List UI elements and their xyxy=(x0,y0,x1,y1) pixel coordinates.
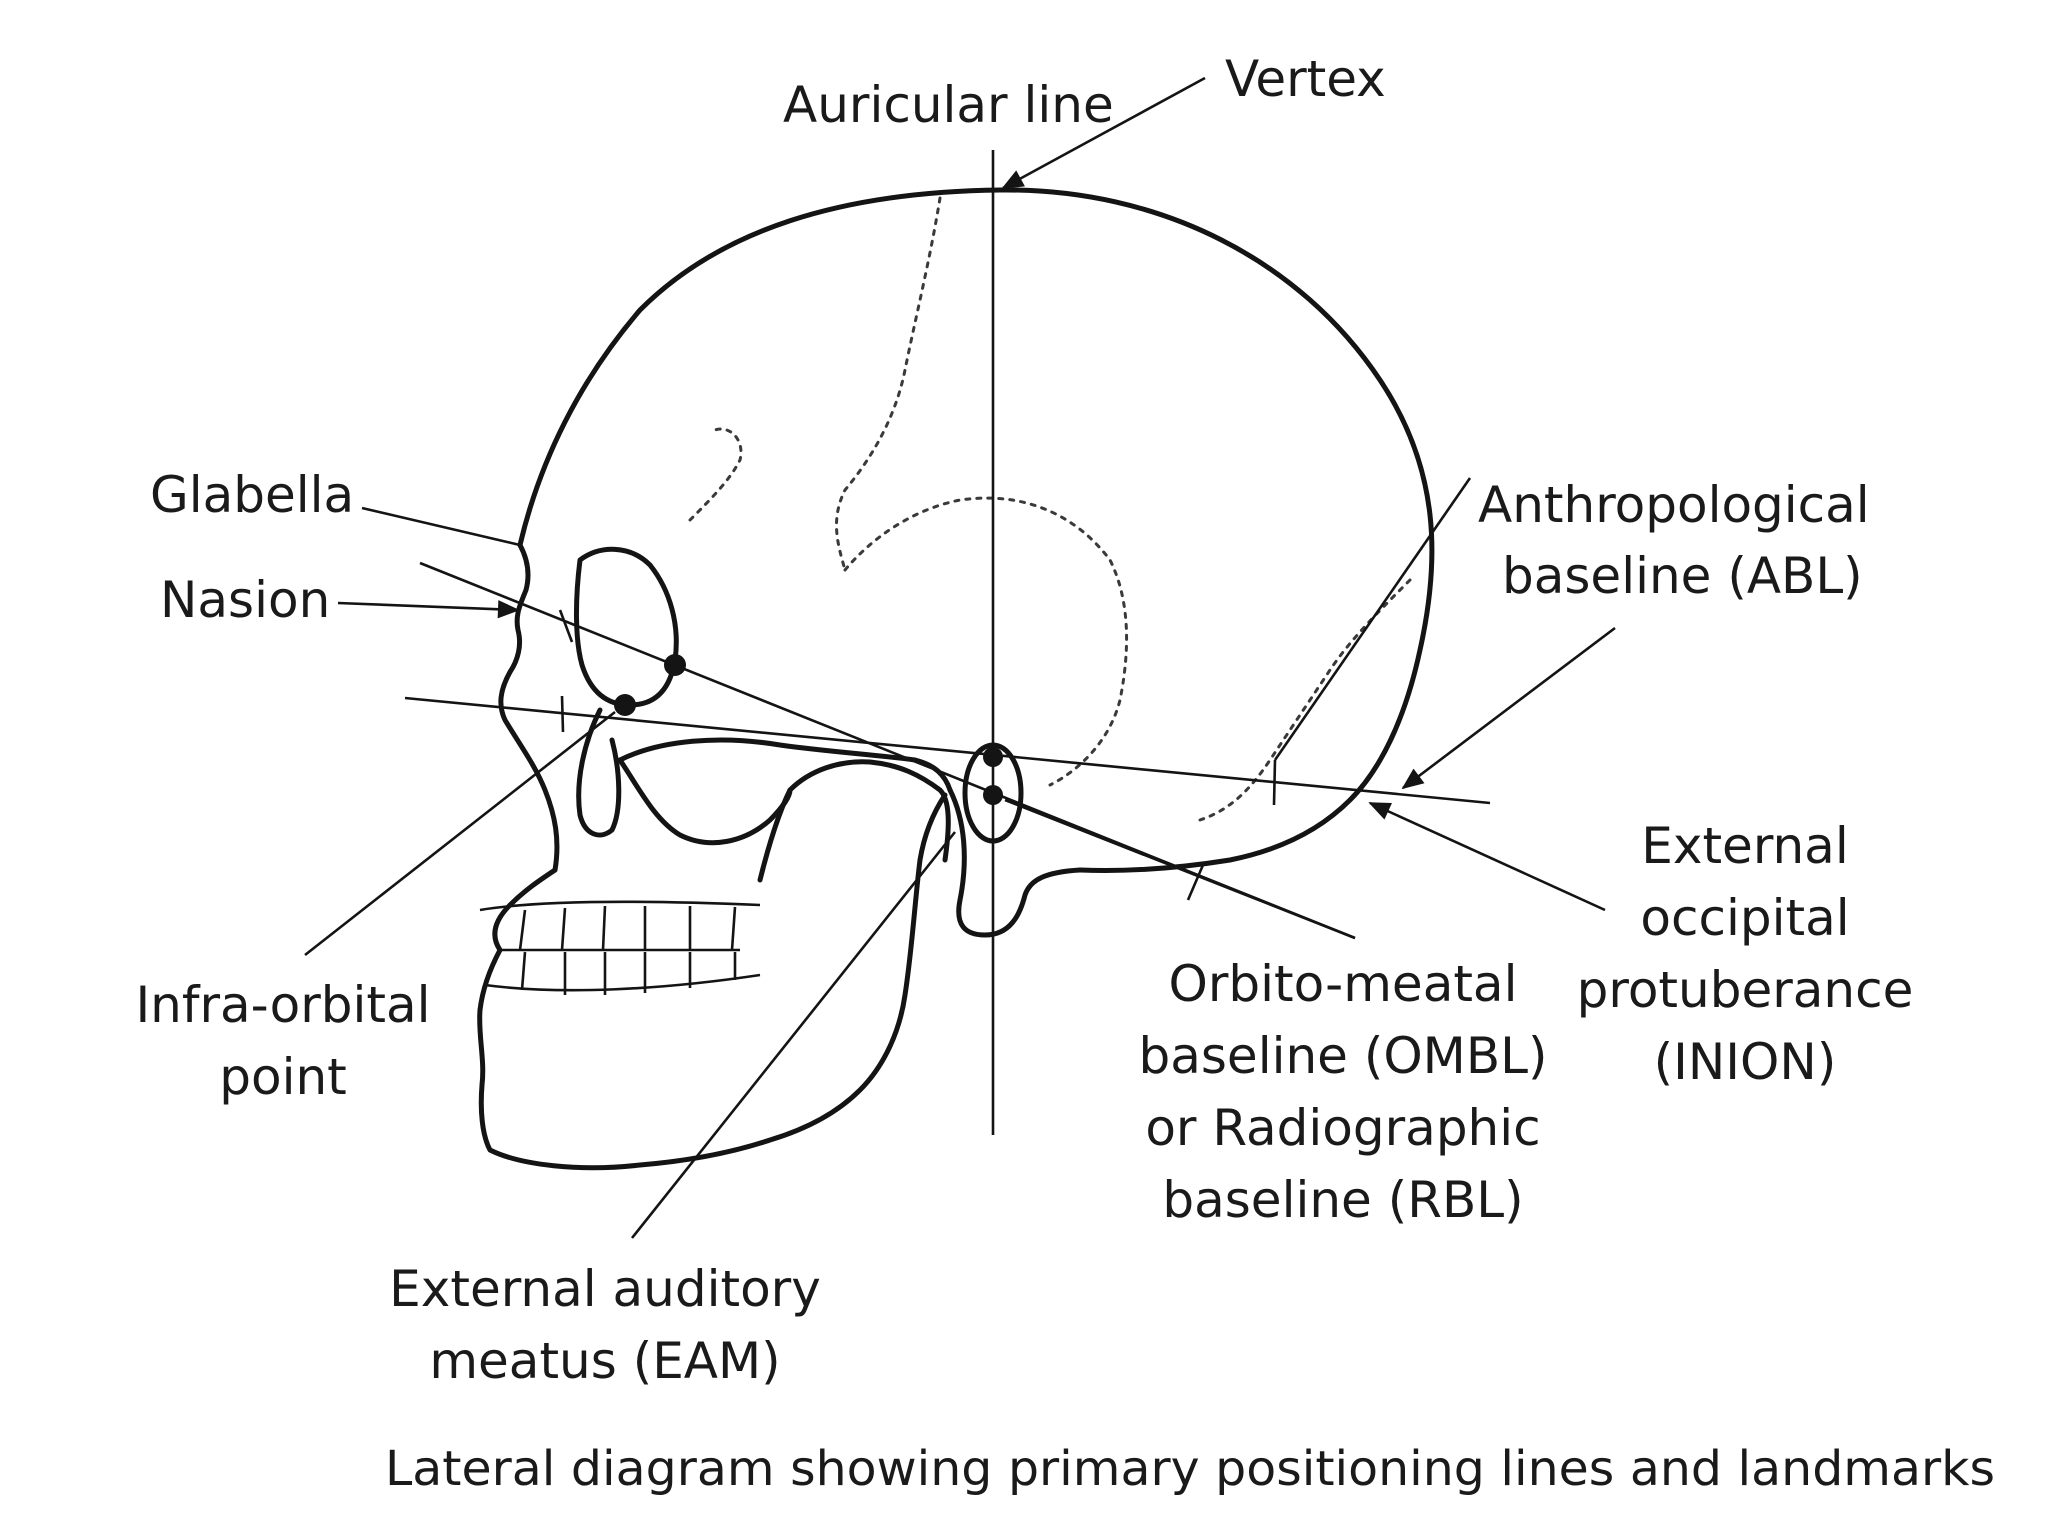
skull-outline xyxy=(477,187,1435,1171)
coronal-suture xyxy=(835,196,942,572)
lambdoid-suture xyxy=(1198,578,1412,822)
squamosal-suture xyxy=(843,496,1129,787)
cheekbone-outline xyxy=(617,757,793,846)
infra-orbital-label: Infra-orbital point xyxy=(135,976,430,1106)
tick-marks xyxy=(558,609,1277,901)
svg-text:baseline (RBL): baseline (RBL) xyxy=(1162,1171,1523,1229)
figure-caption: Lateral diagram showing primary position… xyxy=(385,1441,1995,1497)
nasion-label: Nasion xyxy=(160,571,330,629)
svg-text:baseline (OMBL): baseline (OMBL) xyxy=(1139,1027,1548,1085)
ombl-label: Orbito-meatal baseline (OMBL) or Radiogr… xyxy=(1139,955,1548,1229)
eam-label: External auditory meatus (EAM) xyxy=(389,1260,821,1390)
svg-text:meatus (EAM): meatus (EAM) xyxy=(429,1332,780,1390)
nasion-leader xyxy=(337,600,520,619)
svg-text:occipital: occipital xyxy=(1640,889,1849,947)
lower-teeth xyxy=(484,951,761,995)
eam-center-point xyxy=(983,785,1003,805)
vertex-leader xyxy=(1001,76,1206,190)
eop-leader xyxy=(1368,801,1606,912)
svg-text:External: External xyxy=(1641,817,1848,875)
infra-orbital-point xyxy=(614,694,636,716)
frontal-suture xyxy=(688,427,743,522)
mandible-outline xyxy=(477,792,948,1171)
mastoid-process xyxy=(947,787,1083,938)
eam-upper-point xyxy=(983,747,1003,767)
upper-teeth xyxy=(479,900,761,952)
anthropological-baseline xyxy=(404,696,1491,805)
svg-text:Orbito-meatal: Orbito-meatal xyxy=(1169,955,1518,1013)
svg-text:baseline (ABL): baseline (ABL) xyxy=(1502,547,1863,605)
glabella-leader xyxy=(361,506,521,547)
nasal-aperture xyxy=(576,707,622,838)
maxilla-outline xyxy=(477,867,558,1013)
svg-text:protuberance: protuberance xyxy=(1577,961,1914,1019)
abl-arrow-leader xyxy=(1401,626,1616,790)
svg-text:or Radiographic: or Radiographic xyxy=(1145,1099,1540,1157)
eam-leader xyxy=(630,831,957,1239)
zygomatic-arch xyxy=(617,737,953,793)
infra-orbital-leader xyxy=(304,710,616,957)
ombl-leader xyxy=(1004,798,1356,940)
auricular-line-label: Auricular line xyxy=(783,76,1114,134)
svg-text:point: point xyxy=(219,1048,347,1106)
abl-label: Anthropological baseline (ABL) xyxy=(1478,476,1870,605)
svg-text:(INION): (INION) xyxy=(1654,1033,1837,1091)
eop-label: External occipital protuberance (INION) xyxy=(1577,817,1914,1091)
orbit-outline xyxy=(573,546,679,708)
forehead-outline xyxy=(498,542,560,873)
svg-text:Infra-orbital: Infra-orbital xyxy=(135,976,430,1034)
nasion-point xyxy=(664,654,686,676)
cranium-outline xyxy=(517,187,1435,874)
svg-text:External auditory: External auditory xyxy=(389,1260,821,1318)
ramus-outline xyxy=(757,759,951,883)
abl-leader xyxy=(1273,477,1472,761)
glabella-label: Glabella xyxy=(150,466,354,524)
svg-text:Anthropological: Anthropological xyxy=(1478,476,1870,534)
vertex-label: Vertex xyxy=(1225,50,1386,108)
